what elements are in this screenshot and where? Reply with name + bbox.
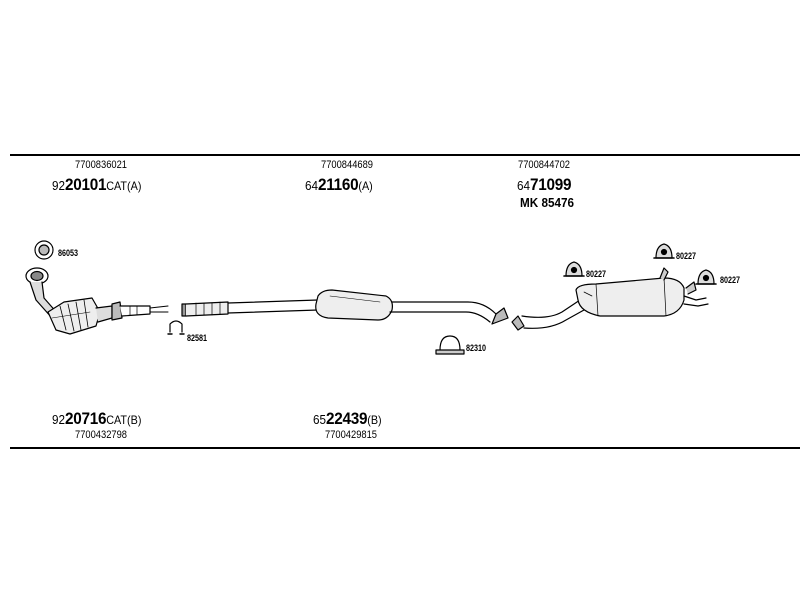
oe-number-rear-silencer: 7700844702 — [518, 159, 571, 171]
hanger-rear-left-ref: 80227 — [586, 269, 607, 279]
gasket-ref: 86053 — [58, 248, 79, 258]
clamp-front-ref: 82581 — [187, 333, 208, 343]
hanger-rear-top-icon — [653, 243, 675, 259]
clamp-middle-ref: 82310 — [466, 343, 487, 353]
part-number-middle-pipe-a: 6421160(A) — [305, 175, 373, 194]
part-number-catalyst-b: 9220716CAT(B) — [52, 409, 142, 428]
oe-number-middle-pipe-b: 7700429815 — [325, 429, 378, 441]
clamp-front-icon — [167, 320, 185, 335]
oe-number-catalyst-a: 7700836021 — [75, 159, 128, 171]
part-number-rear-silencer: 6471099 — [517, 175, 572, 194]
bottom-divider-line — [10, 447, 800, 449]
catalytic-converter-icon — [25, 267, 169, 335]
hanger-rear-right-icon — [695, 269, 717, 285]
mounting-kit-number: MK 85476 — [520, 195, 574, 210]
hanger-rear-right-ref: 80227 — [720, 275, 741, 285]
hanger-rear-left-icon — [563, 261, 585, 277]
middle-silencer-icon — [181, 289, 509, 325]
part-number-catalyst-a: 9220101CAT(A) — [52, 175, 142, 194]
top-divider-line — [10, 154, 800, 156]
oe-number-catalyst-b: 7700432798 — [75, 429, 128, 441]
rear-silencer-icon — [511, 267, 709, 331]
clamp-middle-icon — [435, 335, 465, 355]
oe-number-middle-pipe-a: 7700844689 — [321, 159, 374, 171]
part-number-middle-pipe-b: 6522439(B) — [313, 409, 382, 428]
hanger-rear-top-ref: 80227 — [676, 251, 697, 261]
gasket-ring-icon — [34, 240, 54, 260]
